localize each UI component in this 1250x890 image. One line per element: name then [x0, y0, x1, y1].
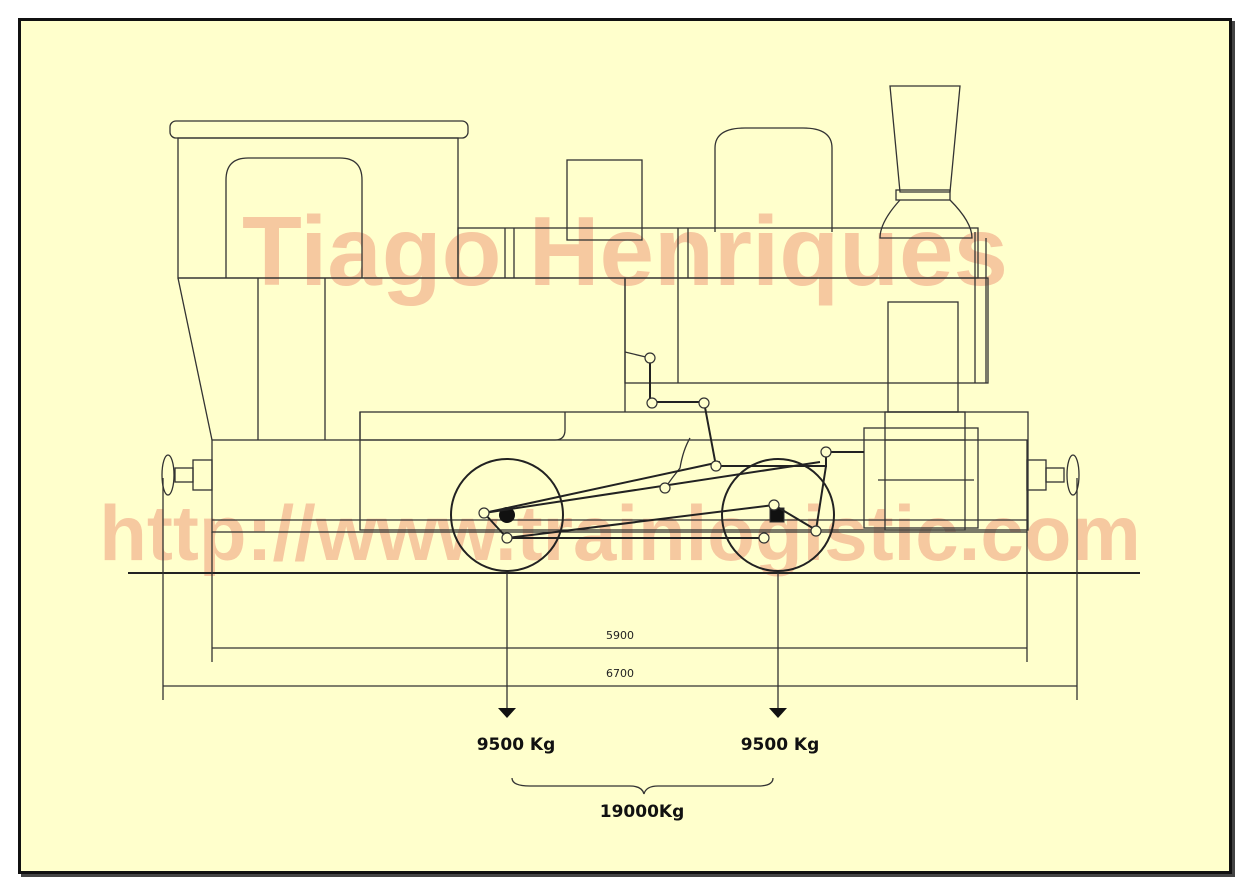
boiler: [457, 227, 989, 384]
front-buffer: [1026, 454, 1080, 496]
frame-length-label: 5900: [606, 629, 634, 642]
watermark-url: http://www.trainlogistic.com: [99, 489, 1140, 577]
valve-gear: [478, 351, 864, 544]
rear-buffer: [161, 454, 213, 496]
dimension-lines: [162, 478, 1078, 700]
total-load-brace: [511, 777, 774, 795]
smokebox: [887, 301, 959, 413]
front-driving-wheel: [721, 458, 835, 572]
chimney: [879, 85, 973, 239]
rear-axle-load-label: 9500 Kg: [741, 735, 820, 755]
total-load-label: 19000Kg: [600, 802, 685, 822]
front-axle-load-arrow: [498, 573, 516, 718]
overall-length-label: 6700: [606, 667, 634, 680]
steam-dome: [714, 127, 833, 232]
rear-axle-load-arrow: [769, 573, 787, 718]
drawing-frame: [18, 18, 1232, 874]
sand-box: [566, 159, 643, 241]
front-axle-load-label: 9500 Kg: [477, 735, 556, 755]
cylinder: [863, 411, 979, 531]
